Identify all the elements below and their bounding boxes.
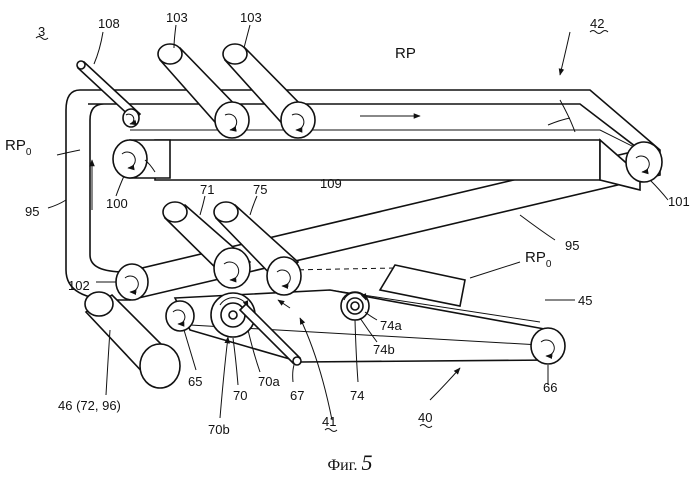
label-67: 67 xyxy=(290,388,304,403)
label-rp0-left: RP0 xyxy=(5,137,32,158)
label-100: 100 xyxy=(106,196,128,211)
label-3: 3 xyxy=(38,24,45,39)
label-75: 75 xyxy=(253,182,267,197)
label-109: 109 xyxy=(320,176,342,191)
label-40: 40 xyxy=(418,410,432,425)
label-70a: 70a xyxy=(258,374,280,389)
roller-66 xyxy=(531,328,565,364)
label-74a: 74a xyxy=(380,318,402,333)
label-108: 108 xyxy=(98,16,120,31)
belt-95-inner xyxy=(88,104,640,272)
label-102: 102 xyxy=(68,278,90,293)
label-103-b: 103 xyxy=(240,10,262,25)
label-46: 46 (72, 96) xyxy=(58,398,121,413)
roller-101 xyxy=(626,142,662,182)
label-45: 45 xyxy=(578,293,592,308)
label-71: 71 xyxy=(200,182,214,197)
roller-65 xyxy=(166,301,194,331)
roller-74 xyxy=(341,292,369,320)
label-95-right: 95 xyxy=(565,238,579,253)
roller-46 xyxy=(85,292,180,388)
label-42: 42 xyxy=(590,16,604,31)
label-103-a: 103 xyxy=(166,10,188,25)
plate-109 xyxy=(155,140,640,190)
roller-102 xyxy=(116,264,148,300)
roller-100 xyxy=(113,140,170,178)
label-74: 74 xyxy=(350,388,364,403)
label-70: 70 xyxy=(233,388,247,403)
figure-caption: Фиг. 5 xyxy=(328,450,373,475)
label-74b: 74b xyxy=(373,342,395,357)
label-70b: 70b xyxy=(208,422,230,437)
label-rp0-right: RP0 xyxy=(525,249,552,270)
label-rp: RP xyxy=(395,45,416,62)
label-101: 101 xyxy=(668,194,690,209)
label-95-left: 95 xyxy=(25,204,39,219)
label-41: 41 xyxy=(322,414,336,429)
label-65: 65 xyxy=(188,374,202,389)
label-66: 66 xyxy=(543,380,557,395)
shaft-108 xyxy=(77,61,140,127)
